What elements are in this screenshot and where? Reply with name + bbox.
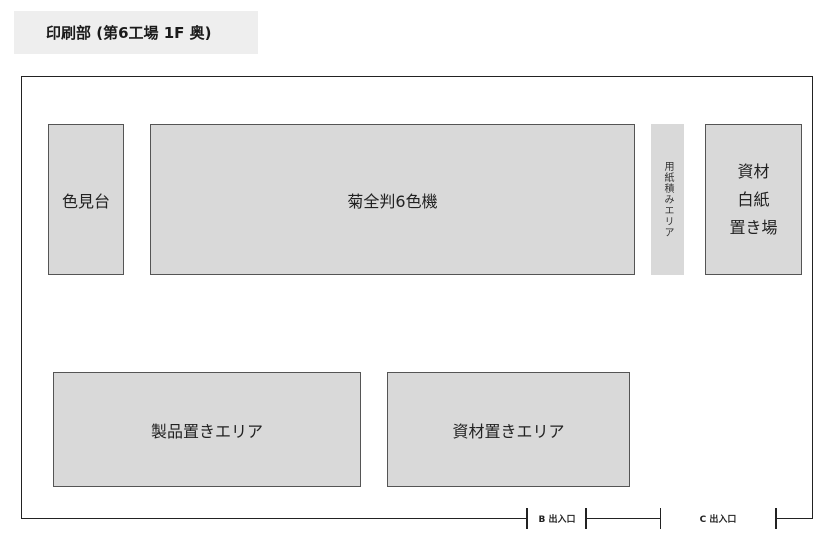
zone-color-desk-label: 色見台 [61,191,110,211]
door-c-label: C 出入口 [699,515,737,525]
door-c-left-jamb [660,508,661,529]
wall-bottom-middle [586,518,661,519]
zone-press-label: 菊全判6色機 [347,191,438,211]
wall-bottom-left [21,518,527,519]
zone-materials-white-line-3: 置き場 [729,217,778,237]
zone-materials-white[interactable]: 資材 白紙 置き場 [705,124,802,275]
zone-color-desk[interactable]: 色見台 [48,124,124,275]
zone-paper-stack[interactable]: 用紙積みエリア [651,124,684,275]
zone-paper-stack-label: 用紙積みエリア [662,161,673,238]
zone-material-area[interactable]: 資材置きエリア [387,372,630,487]
door-b-label: B 出入口 [538,515,576,525]
zone-product-area-label: 製品置きエリア [150,421,263,441]
wall-right [812,76,813,519]
zone-materials-white-line-1: 資材 [737,161,770,181]
zone-press[interactable]: 菊全判6色機 [150,124,635,275]
zone-product-area[interactable]: 製品置きエリア [53,372,361,487]
door-c-right-jamb [775,508,777,529]
page-title: 印刷部 (第6工場 1F 奥) [14,11,258,54]
zone-material-area-label: 資材置きエリア [452,421,565,441]
door-b-right-jamb [585,508,587,529]
wall-bottom-right [776,518,813,519]
zone-materials-white-line-2: 白紙 [737,189,770,209]
wall-top [21,76,813,77]
door-b-left-jamb [526,508,528,529]
wall-left [21,76,22,519]
